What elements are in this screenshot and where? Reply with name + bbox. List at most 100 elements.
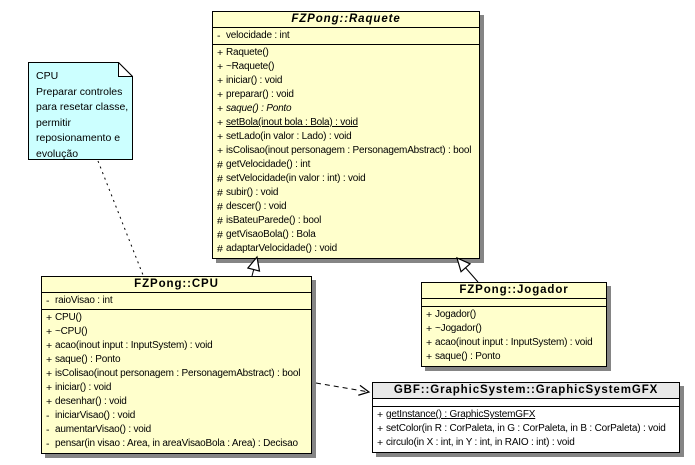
- method-row: +desenhar() : void: [42, 395, 311, 409]
- visibility-marker: +: [377, 409, 384, 421]
- method-row: +setBola(inout bola : Bola) : void: [213, 116, 479, 130]
- method-row: #descer() : void: [213, 200, 479, 214]
- class-graphicsystemgfx[interactable]: GBF::GraphicSystem::GraphicSystemGFX +ge…: [372, 382, 680, 453]
- class-cpu[interactable]: FZPong::CPU -raioVisao : int +CPU()+~CPU…: [41, 276, 312, 454]
- method-signature: isColisao(inout personagem : PersonagemA…: [55, 368, 301, 379]
- method-signature: CPU(): [55, 312, 82, 323]
- method-signature: aumentarVisao() : void: [55, 424, 152, 435]
- attribute-row: -velocidade : int: [213, 29, 479, 43]
- method-signature: acao(inout input : InputSystem) : void: [55, 340, 213, 351]
- class-jogador[interactable]: FZPong::Jogador +Jogador()+~Jogador()+ac…: [421, 282, 607, 367]
- method-signature: pensar(in visao : Area, in areaVisaoBola…: [55, 438, 298, 449]
- method-row: +Raquete(): [213, 46, 479, 60]
- visibility-marker: +: [217, 131, 224, 143]
- visibility-marker: +: [217, 75, 224, 87]
- method-signature: iniciar() : void: [226, 75, 283, 86]
- method-signature: circulo(in X : int, in Y : int, in RAIO …: [386, 437, 575, 448]
- method-signature: ~CPU(): [55, 326, 88, 337]
- method-row: +isColisao(inout personagem : Personagem…: [213, 144, 479, 158]
- class-jogador-methods: +Jogador()+~Jogador()+acao(inout input :…: [422, 307, 606, 366]
- note-fold-icon: [118, 62, 133, 77]
- visibility-marker: #: [217, 215, 223, 227]
- attribute-signature: velocidade : int: [226, 30, 290, 41]
- method-signature: acao(inout input : InputSystem) : void: [435, 337, 593, 348]
- visibility-marker: -: [217, 30, 221, 42]
- method-signature: descer() : void: [226, 201, 287, 212]
- visibility-marker: #: [217, 187, 223, 199]
- method-row: +saque() : Ponto: [213, 102, 479, 116]
- method-signature: desenhar() : void: [55, 396, 127, 407]
- class-raquete-attributes: -velocidade : int: [213, 28, 479, 45]
- method-row: +preparar() : void: [213, 88, 479, 102]
- method-row: +setColor(in R : CorPaleta, in G : CorPa…: [373, 422, 679, 436]
- class-raquete-title: FZPong::Raquete: [213, 12, 479, 28]
- method-row: +isColisao(inout personagem : Personagem…: [42, 367, 311, 381]
- class-cpu-title: FZPong::CPU: [42, 277, 311, 293]
- visibility-marker: +: [46, 368, 53, 380]
- generalization-cpu-raquete: [246, 255, 261, 277]
- method-signature: setColor(in R : CorPaleta, in G : CorPal…: [386, 423, 666, 434]
- visibility-marker: +: [377, 423, 384, 435]
- visibility-marker: #: [217, 229, 223, 241]
- method-signature: Jogador(): [435, 309, 476, 320]
- method-row: -pensar(in visao : Area, in areaVisaoBol…: [42, 437, 311, 451]
- method-row: +getInstance() : GraphicSystemGFX: [373, 408, 679, 422]
- method-signature: getVisaoBola() : Bola: [226, 229, 316, 240]
- visibility-marker: +: [46, 312, 53, 324]
- method-row: +~Raquete(): [213, 60, 479, 74]
- method-row: +iniciar() : void: [213, 74, 479, 88]
- method-signature: isBateuParede() : bool: [226, 215, 322, 226]
- method-row: #subir() : void: [213, 186, 479, 200]
- method-signature: saque() : Ponto: [55, 354, 121, 365]
- note-cpu[interactable]: CPU Preparar controles para resetar clas…: [28, 62, 133, 160]
- method-signature: ~Raquete(): [226, 61, 275, 72]
- visibility-marker: +: [46, 326, 53, 338]
- method-signature: setBola(inout bola : Bola) : void: [226, 117, 358, 128]
- method-signature: Raquete(): [226, 47, 269, 58]
- method-signature: preparar() : void: [226, 89, 294, 100]
- method-row: +acao(inout input : InputSystem) : void: [42, 339, 311, 353]
- note-shape: [28, 62, 133, 160]
- visibility-marker: +: [217, 145, 224, 157]
- visibility-marker: -: [46, 424, 50, 436]
- class-graphicsystemgfx-methods: +getInstance() : GraphicSystemGFX+setCol…: [373, 407, 679, 452]
- method-row: +Jogador(): [422, 308, 606, 322]
- method-signature: setLado(in valor : Lado) : void: [226, 131, 352, 142]
- method-row: #adaptarVelocidade() : void: [213, 242, 479, 256]
- method-row: +~CPU(): [42, 325, 311, 339]
- method-signature: saque() : Ponto: [435, 351, 501, 362]
- method-row: +acao(inout input : InputSystem) : void: [422, 336, 606, 350]
- method-row: #setVelocidade(in valor : int) : void: [213, 172, 479, 186]
- class-cpu-attributes: -raioVisao : int: [42, 293, 311, 310]
- visibility-marker: #: [217, 243, 223, 255]
- visibility-marker: +: [217, 89, 224, 101]
- class-cpu-methods: +CPU()+~CPU()+acao(inout input : InputSy…: [42, 310, 311, 453]
- visibility-marker: +: [426, 323, 433, 335]
- class-jogador-title: FZPong::Jogador: [422, 283, 606, 299]
- method-row: +setLado(in valor : Lado) : void: [213, 130, 479, 144]
- method-signature: iniciarVisao() : void: [55, 410, 136, 421]
- generalization-jogador-raquete: [456, 256, 479, 283]
- visibility-marker: +: [217, 103, 224, 115]
- visibility-marker: +: [426, 351, 433, 363]
- method-row: +~Jogador(): [422, 322, 606, 336]
- note-anchor-line: [97, 160, 144, 276]
- method-row: -aumentarVisao() : void: [42, 423, 311, 437]
- attribute-signature: raioVisao : int: [55, 295, 113, 306]
- visibility-marker: #: [217, 173, 223, 185]
- class-raquete-methods: +Raquete()+~Raquete()+iniciar() : void+p…: [213, 45, 479, 258]
- class-jogador-attributes: [422, 299, 606, 307]
- visibility-marker: +: [377, 437, 384, 449]
- method-signature: setVelocidade(in valor : int) : void: [226, 173, 366, 184]
- visibility-marker: +: [46, 382, 53, 394]
- visibility-marker: -: [46, 295, 50, 307]
- method-row: #isBateuParede() : bool: [213, 214, 479, 228]
- method-row: +circulo(in X : int, in Y : int, in RAIO…: [373, 436, 679, 450]
- visibility-marker: +: [217, 117, 224, 129]
- visibility-marker: #: [217, 159, 223, 171]
- dependency-cpu-graphicsystemgfx: [315, 382, 371, 396]
- method-row: #getVelocidade() : int: [213, 158, 479, 172]
- class-raquete[interactable]: FZPong::Raquete -velocidade : int +Raque…: [212, 11, 480, 259]
- visibility-marker: -: [46, 410, 50, 422]
